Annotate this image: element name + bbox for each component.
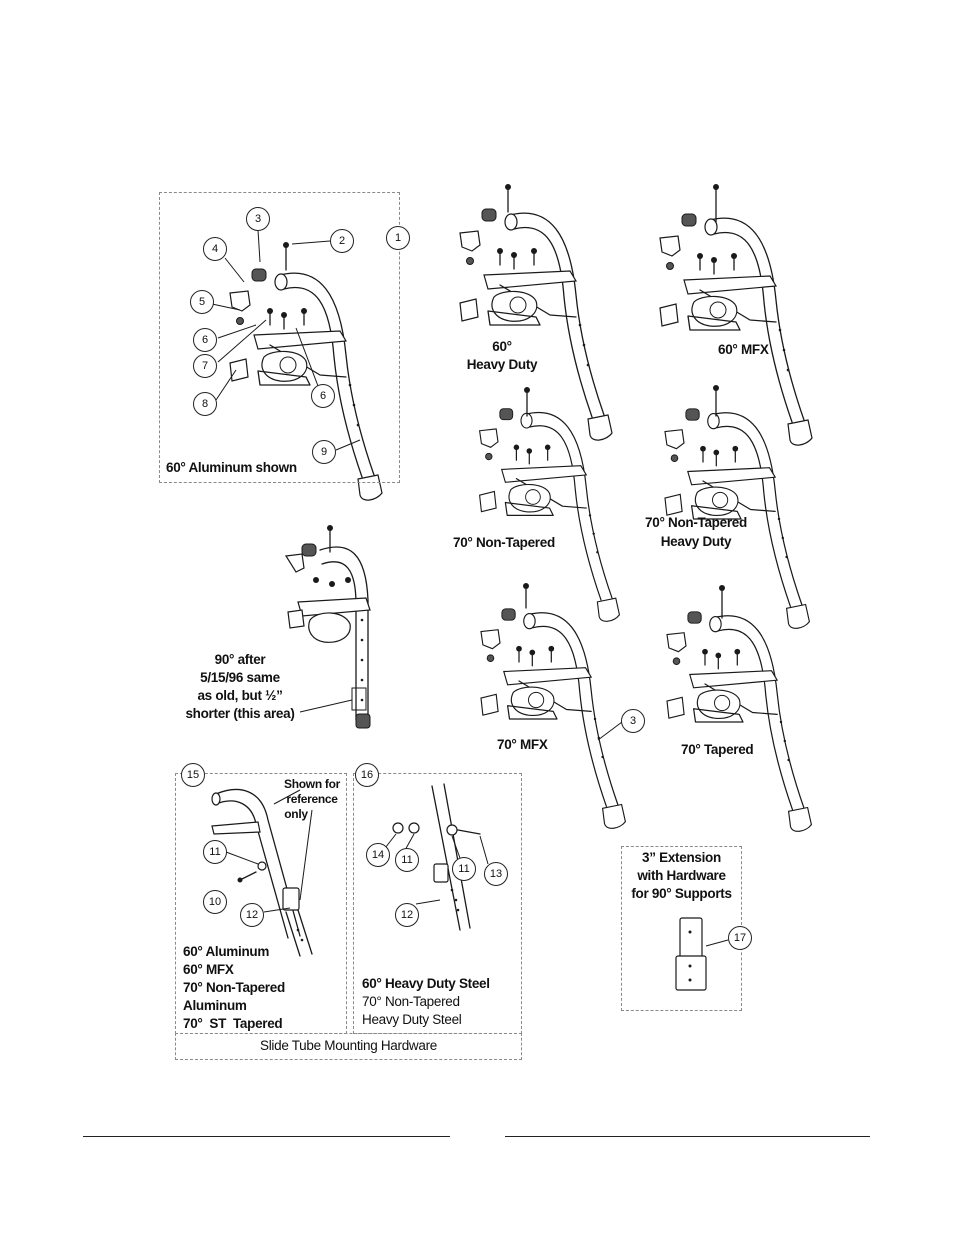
p15-list-5: 70° ST Tapered: [183, 1016, 283, 1031]
callout-11-p15: 11: [203, 840, 227, 864]
callout-3: 3: [246, 207, 270, 231]
note-shown-for-line3: only: [284, 807, 308, 821]
callout-11a-p16: 11: [395, 848, 419, 872]
panel-60-aluminum-box: [159, 192, 400, 483]
caption-70-mfx: 70° MFX: [497, 737, 548, 752]
callout-16: 16: [355, 763, 379, 787]
callout-6a: 6: [193, 328, 217, 352]
callout-4: 4: [203, 237, 227, 261]
caption-60-mfx: 60° MFX: [718, 342, 769, 357]
note-shown-for-line1: Shown for: [284, 777, 340, 791]
footer-rule-right: [505, 1136, 870, 1137]
p17-line3: for 90° Supports: [631, 886, 732, 901]
callout-5: 5: [190, 290, 214, 314]
caption-70-non-tapered: 70° Non-Tapered: [453, 535, 555, 550]
caption-60-aluminum-shown: 60° Aluminum shown: [166, 460, 297, 475]
p15-list-4: Aluminum: [183, 998, 247, 1013]
caption-60-heavy-duty-line1: 60°: [492, 339, 512, 354]
callout-6b: 6: [311, 384, 335, 408]
p16-list-1: 60° Heavy Duty Steel: [362, 976, 490, 991]
p15-list-1: 60° Aluminum: [183, 944, 270, 959]
callout-8: 8: [193, 392, 217, 416]
callout-7: 7: [193, 354, 217, 378]
callout-11b-p16: 11: [452, 857, 476, 881]
callout-14: 14: [366, 843, 390, 867]
note-shown-for-line2: reference: [286, 792, 338, 806]
slide-tube-mounting-hardware-title: Slide Tube Mounting Hardware: [260, 1038, 437, 1053]
slide-tube-title-box: [175, 1033, 522, 1060]
callout-3-70-mfx: 3: [621, 709, 645, 733]
callout-12-p16: 12: [395, 903, 419, 927]
p16-list-2: 70° Non-Tapered: [362, 994, 460, 1009]
p17-line2: with Hardware: [637, 868, 726, 883]
callout-17: 17: [728, 926, 752, 950]
caption-90-line4: shorter (this area): [185, 706, 295, 721]
p15-list-3: 70° Non-Tapered: [183, 980, 285, 995]
callout-15: 15: [181, 763, 205, 787]
p15-list-2: 60° MFX: [183, 962, 234, 977]
caption-70-non-tapered-hd-line2: Heavy Duty: [660, 534, 732, 549]
callout-13: 13: [484, 862, 508, 886]
caption-60-heavy-duty-line2: Heavy Duty: [466, 357, 538, 372]
caption-70-tapered: 70° Tapered: [681, 742, 754, 757]
callout-1: 1: [386, 226, 410, 250]
callout-10: 10: [203, 890, 227, 914]
caption-90-line1: 90° after: [214, 652, 266, 667]
caption-90-line2: 5/15/96 same: [200, 670, 280, 685]
caption-70-non-tapered-hd-line1: 70° Non-Tapered: [645, 515, 747, 530]
footer-rule-left: [83, 1136, 450, 1137]
callout-2: 2: [330, 229, 354, 253]
p16-list-3: Heavy Duty Steel: [362, 1012, 462, 1027]
caption-90-line3: as old, but ½”: [197, 688, 283, 703]
callout-12-p15: 12: [240, 903, 264, 927]
callout-9: 9: [312, 440, 336, 464]
p17-line1: 3” Extension: [642, 850, 721, 865]
